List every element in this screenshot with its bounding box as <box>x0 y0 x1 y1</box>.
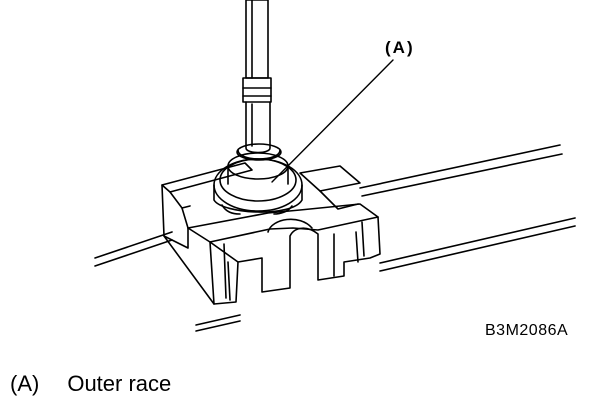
callout-label-a: (A) <box>385 38 415 57</box>
figure-code: B3M2086A <box>485 322 569 339</box>
rail-lines <box>94 144 576 332</box>
callout-leader-line <box>271 59 394 183</box>
press-shaft <box>236 0 282 161</box>
support-block <box>161 162 381 305</box>
outer-race-bearing <box>213 152 303 215</box>
legend: (A) Outer race <box>10 371 171 397</box>
legend-text: Outer race <box>67 371 172 396</box>
legend-key: (A) <box>10 371 40 396</box>
